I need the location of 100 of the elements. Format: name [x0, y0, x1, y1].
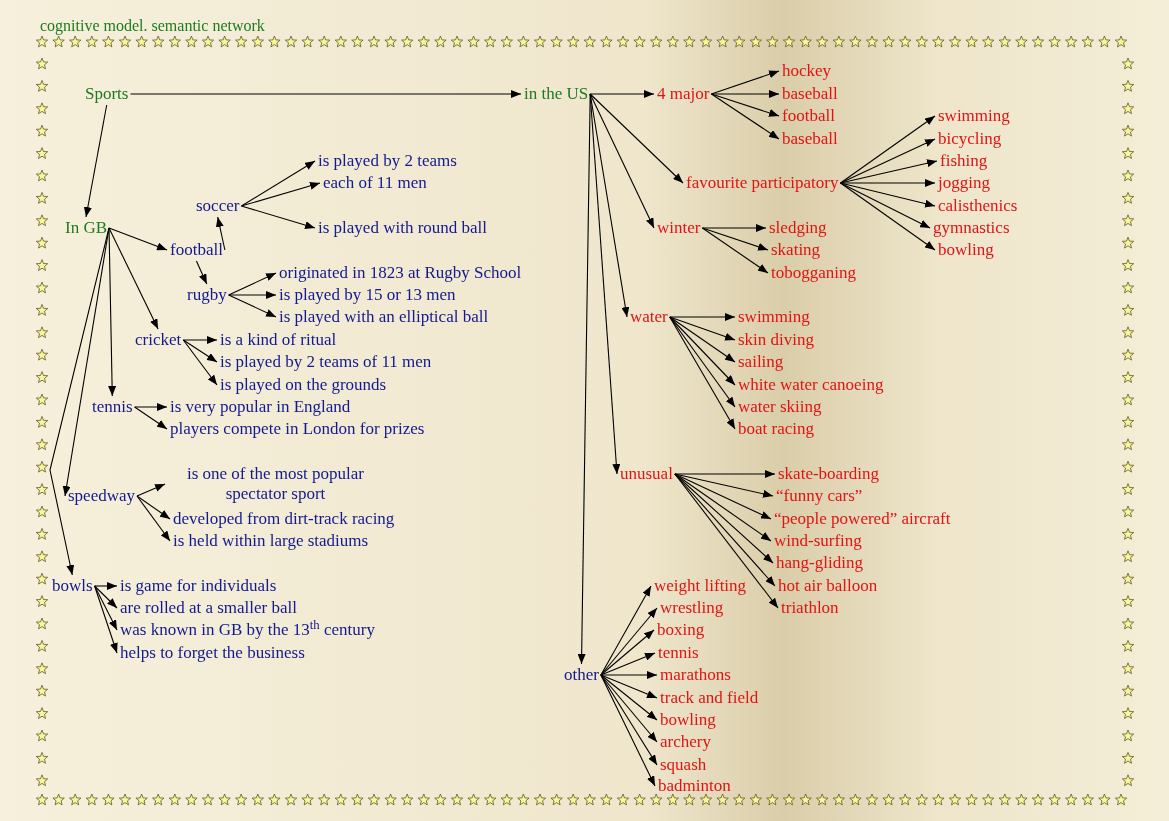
arrow — [589, 93, 684, 184]
concept-label: swimming — [738, 307, 810, 327]
arrow — [669, 316, 736, 341]
arrow — [710, 90, 780, 98]
concept-label: is a kind of ritual — [220, 330, 337, 350]
concept-label: fishing — [940, 151, 988, 171]
arrow — [577, 93, 591, 665]
arrow — [240, 181, 321, 207]
concept-label: 4 major — [657, 84, 710, 104]
concept-label: is very popular in England — [170, 397, 351, 417]
concept-label: football — [782, 106, 835, 126]
concept-label: is played with round ball — [318, 218, 488, 238]
concept-label: boat racing — [738, 419, 814, 439]
arrow — [669, 316, 736, 363]
concept-label: skin diving — [738, 330, 815, 350]
concept-label: soccer — [196, 196, 240, 216]
concept-label: jogging — [938, 173, 990, 193]
concept-label: skating — [771, 240, 821, 260]
concept-label: calisthenics — [938, 196, 1018, 216]
concept-label: bowling — [938, 240, 994, 260]
concept-label: bowling — [660, 710, 716, 730]
concept-label: track and field — [660, 688, 759, 708]
arrow — [136, 495, 171, 520]
arrow — [674, 473, 772, 542]
concept-label: football — [170, 240, 223, 260]
diagram-title: cognitive model. semantic network — [40, 16, 265, 36]
concept-label: baseball — [782, 84, 838, 104]
concept-label: cricket — [135, 330, 182, 350]
arrow — [215, 216, 226, 251]
concept-label: is played by 2 teams of 11 men — [220, 352, 432, 372]
arrow — [134, 406, 168, 430]
concept-label: water — [630, 307, 668, 327]
concept-label: favourite participatory — [686, 173, 839, 193]
concept-label: developed from dirt-track racing — [173, 509, 395, 529]
concept-label: rugby — [187, 285, 227, 305]
concept-label: is played by 15 or 13 men — [279, 285, 456, 305]
concept-label: “people powered” aircraft — [774, 509, 951, 529]
arrow — [674, 473, 779, 609]
arrow — [228, 294, 277, 318]
arrow — [94, 585, 118, 654]
concept-label: triathlon — [781, 598, 839, 618]
concept-label: winter — [657, 218, 701, 238]
concept-label: weight lifting — [654, 576, 747, 596]
concept-label: gymnastics — [933, 218, 1010, 238]
concept-label: white water canoeing — [738, 375, 884, 395]
arrow — [136, 483, 166, 497]
arrow — [182, 339, 218, 363]
concept-label: is game for individuals — [120, 576, 277, 596]
concept-label: originated in 1823 at Rugby School — [279, 263, 522, 283]
arrow — [49, 227, 110, 576]
concept-label: Sports — [85, 84, 129, 104]
concept-label: hockey — [782, 61, 832, 81]
concept-label: badminton — [658, 776, 731, 796]
concept-label: tobogganing — [771, 263, 856, 283]
arrow — [240, 205, 316, 229]
concept-label: other — [564, 665, 599, 685]
concept-label: tennis — [658, 643, 699, 663]
arrow — [600, 607, 658, 676]
arrow — [108, 227, 168, 251]
concept-label: squash — [660, 755, 707, 775]
arrow — [701, 227, 769, 251]
concept-label: are rolled at a smaller ball — [120, 598, 297, 618]
arrow — [589, 90, 655, 98]
arrow — [240, 160, 316, 207]
arrow — [136, 495, 171, 542]
arrow — [839, 159, 938, 184]
concept-label: is played with an elliptical ball — [279, 307, 489, 327]
arrow — [674, 470, 776, 478]
concept-label: bicycling — [938, 129, 1002, 149]
arrow — [600, 629, 655, 676]
concept-label: marathons — [660, 665, 731, 685]
concept-label: sailing — [738, 352, 784, 372]
concept-label: tennis — [92, 397, 133, 417]
arrow — [839, 179, 936, 187]
concept-label: wind-surfing — [774, 531, 862, 551]
arrow — [94, 585, 118, 609]
arrow — [839, 182, 931, 229]
concept-label: In GB — [65, 218, 108, 238]
concept-label: is held within large stadiums — [173, 531, 369, 551]
concept-label: was known in GB by the 13$^{th}$ century — [120, 620, 375, 640]
arrow — [674, 473, 774, 498]
arrow — [600, 652, 656, 676]
concept-label: each of 11 men — [323, 173, 427, 193]
arrow — [108, 227, 159, 330]
arrow — [228, 272, 277, 296]
concept-label: helps to forget the business — [120, 643, 305, 663]
arrow — [600, 674, 658, 699]
concept-label: is played by 2 teams — [318, 151, 457, 171]
arrow — [701, 227, 769, 274]
concept-label: unusual — [620, 464, 673, 484]
arrow — [182, 336, 218, 344]
concept-label: wrestling — [660, 598, 724, 618]
concept-label: players compete in London for prizes — [170, 419, 425, 439]
arrow — [83, 104, 108, 218]
arrow — [129, 90, 522, 98]
arrow — [669, 316, 736, 386]
arrow — [600, 674, 658, 743]
concept-label: is played on the grounds — [220, 375, 387, 395]
arrow — [228, 291, 277, 299]
arrow — [701, 224, 767, 232]
